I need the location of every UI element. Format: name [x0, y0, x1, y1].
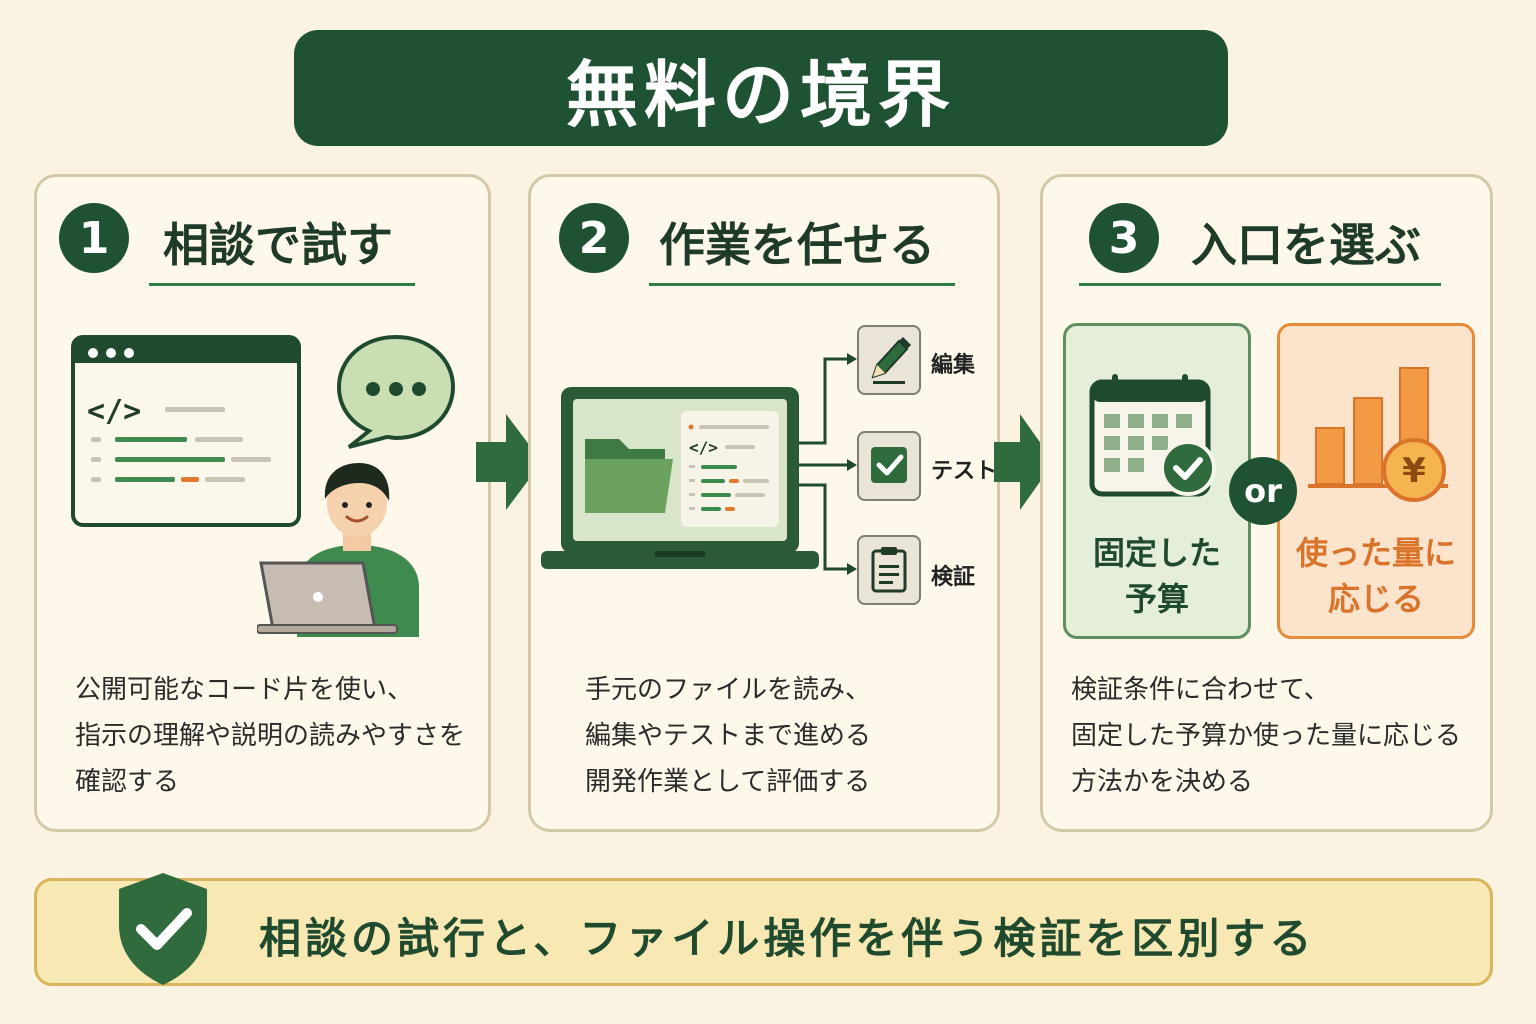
description-line: 公開可能なコード片を使い、	[75, 675, 414, 705]
clipboard-icon	[871, 547, 907, 593]
task-verify	[857, 535, 921, 605]
person-laptop-icon	[257, 463, 419, 637]
or-badge: or	[1229, 457, 1297, 525]
description-line: 指示の理解や説明の読みやすさを	[75, 721, 466, 751]
description-line: 確認する	[75, 767, 180, 797]
option-usage-label: 使った量に 応じる	[1280, 530, 1472, 622]
svg-text:</>: </>	[689, 438, 718, 457]
step-number-2: 2	[559, 203, 629, 273]
step-number-1: 1	[59, 203, 129, 273]
description-line: 固定した予算か使った量に応じる	[1071, 721, 1462, 751]
description-line: 検証条件に合わせて、	[1071, 675, 1330, 705]
speech-bubble-icon	[336, 334, 456, 449]
branch-arrows	[799, 353, 857, 575]
svg-text:¥: ¥	[1402, 451, 1426, 491]
option-fixed-budget: 固定した 予算	[1063, 323, 1251, 639]
step-description-2: 手元のファイルを読み、 編集やテストまで進める 開発作業として評価する	[585, 667, 871, 805]
description-line: 手元のファイルを読み、	[585, 675, 872, 705]
step-title-1: 相談で試す	[163, 218, 393, 272]
bottom-message-bar: 相談の試行と、ファイル操作を伴う検証を区別する	[34, 873, 1493, 986]
task-label-test: テスト	[931, 459, 998, 484]
step-rule-1	[149, 283, 415, 286]
option-label-line: 固定した	[1092, 534, 1221, 572]
step-rule-2	[649, 283, 955, 286]
step-panel-3: 3 入口を選ぶ 固定した 予算 or	[1040, 174, 1493, 832]
description-line: 方法かを決める	[1071, 767, 1254, 797]
step-description-1: 公開可能なコード片を使い、 指示の理解や説明の読みやすさを 確認する	[75, 667, 465, 805]
option-label-line: 予算	[1124, 580, 1189, 618]
flow-arrow-2	[994, 414, 1054, 510]
step-header-3: 3 入口を選ぶ	[1043, 177, 1490, 297]
step-header-2: 2 作業を任せる	[531, 177, 997, 297]
svg-text:</>: </>	[87, 394, 141, 429]
step-rule-3	[1079, 283, 1441, 286]
step-panel-2: 2 作業を任せる </> 編集	[528, 174, 1000, 832]
bottom-message: 相談の試行と、ファイル操作を伴う検証を区別する	[259, 914, 1316, 963]
option-label-line: 使った量に	[1295, 534, 1456, 572]
step-number-3: 3	[1089, 203, 1159, 273]
flow-arrow-1	[476, 414, 542, 510]
step-title-2: 作業を任せる	[659, 218, 935, 272]
bar-chart-yen-icon: ¥	[1308, 367, 1448, 502]
code-window-icon: </>	[71, 335, 301, 527]
calendar-check-icon	[1089, 374, 1216, 497]
checkbox-icon	[871, 447, 907, 483]
task-test	[857, 431, 921, 501]
step-title-3: 入口を選ぶ	[1191, 218, 1421, 272]
page-title: 無料の境界	[565, 52, 956, 137]
task-label-edit: 編集	[931, 353, 976, 378]
task-edit	[857, 325, 921, 395]
step-header-1: 1 相談で試す	[37, 177, 488, 297]
step-panel-1: 1 相談で試す </> 公開可能なコード片を使い、 指示の理解や説明の読みやすさ…	[34, 174, 491, 832]
option-fixed-label: 固定した 予算	[1066, 530, 1248, 622]
laptop-folder-icon: </>	[541, 387, 819, 569]
step-description-3: 検証条件に合わせて、 固定した予算か使った量に応じる 方法かを決める	[1071, 667, 1461, 805]
option-usage-based: ¥ 使った量に 応じる	[1277, 323, 1475, 639]
task-label-verify: 検証	[931, 565, 976, 590]
description-line: 編集やテストまで進める	[585, 721, 872, 751]
pencil-icon	[871, 337, 911, 384]
title-banner: 無料の境界	[294, 30, 1228, 146]
shield-check-icon	[119, 873, 207, 985]
option-label-line: 応じる	[1327, 580, 1424, 618]
description-line: 開発作業として評価する	[585, 767, 871, 797]
